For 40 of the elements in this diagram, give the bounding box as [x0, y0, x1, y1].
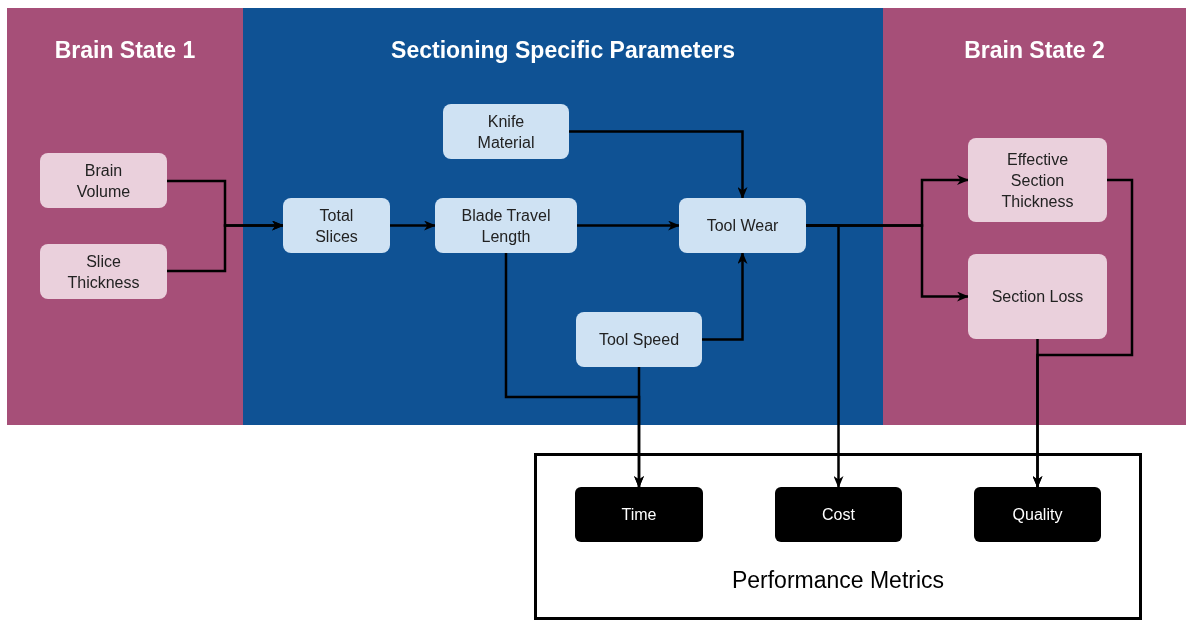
panel-title: Sectioning Specific Parameters: [391, 36, 735, 65]
metric-box: [575, 487, 703, 542]
process-box: [968, 138, 1107, 222]
section-panel: [883, 8, 1186, 425]
arrow: [634, 367, 644, 488]
box-label: Knife Material: [476, 111, 536, 153]
box-label: Tool Wear: [706, 216, 779, 236]
section-panel: [7, 8, 243, 425]
arrow: [806, 224, 844, 488]
section-panel: [243, 8, 883, 425]
process-box: [576, 312, 702, 367]
process-box: [40, 244, 167, 299]
frame-title: Performance Metrics: [731, 566, 945, 595]
box-label: Effective Section Thickness: [1000, 149, 1075, 212]
arrow: [167, 220, 284, 273]
box-label: Brain Volume: [75, 160, 132, 202]
process-box: [968, 254, 1107, 339]
arrow: [569, 130, 748, 199]
group-frame: [534, 453, 1142, 620]
box-label: Blade Travel Length: [460, 205, 552, 247]
metric-box: [974, 487, 1101, 542]
arrow: [1032, 339, 1043, 488]
box-label: Section Loss: [991, 287, 1084, 307]
panel-title: Brain State 1: [54, 36, 196, 65]
box-label: Cost: [822, 504, 855, 525]
process-box: [443, 104, 569, 159]
arrow: [390, 220, 436, 231]
process-box: [679, 198, 806, 253]
panel-title: Brain State 2: [964, 36, 1105, 65]
metric-box: [775, 487, 902, 542]
arrow: [702, 252, 748, 341]
process-box: [435, 198, 577, 253]
process-box: [40, 153, 167, 208]
box-label: Tool Speed: [598, 330, 680, 350]
box-label: Total Slices: [314, 205, 359, 247]
process-box: [283, 198, 390, 253]
box-label: Time: [621, 504, 657, 525]
box-label: Quality: [1012, 504, 1063, 525]
box-label: Slice Thickness: [66, 251, 141, 293]
arrow: [577, 220, 680, 231]
